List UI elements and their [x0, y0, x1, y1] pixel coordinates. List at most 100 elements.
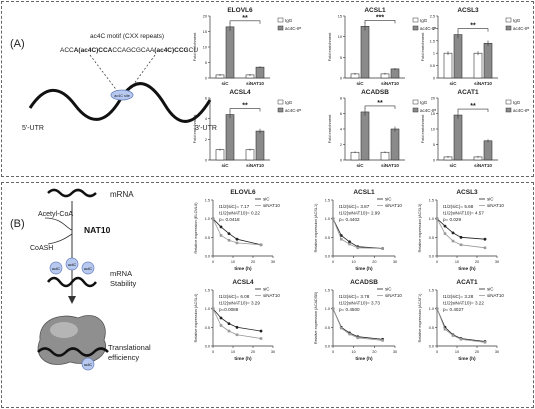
line-chart-1-legend-label-2: siNAT10: [263, 203, 280, 208]
bar-chart-2-significance-bracket: [364, 20, 396, 24]
line-chart-4-xtick-label-3: 30: [271, 350, 275, 354]
bar-chart-4-significance: **: [242, 103, 248, 110]
bar-chart-4-category-2: siNAT10: [246, 163, 264, 168]
line-chart-5-xtick-label-3: 30: [393, 350, 397, 354]
bar-chart-3-ytick-label-3: 1.5: [430, 39, 435, 43]
line-chart-1-xtick-label-2: 20: [251, 260, 255, 264]
line-chart-4-ytick-label-0: 0.0: [205, 345, 210, 349]
motif-part-6: CCG: [174, 47, 188, 54]
bar-chart-6-legend-label-1: IgG: [513, 100, 521, 105]
motif-part-5: (ac4C): [154, 47, 174, 54]
line-chart-6-annotation-3: p= 0.4027: [443, 307, 464, 312]
line-chart-3-annotation-1: t1/2(siC)= 5.68: [443, 204, 474, 209]
line-chart-2-series-line-1: [332, 218, 383, 249]
line-chart-5-point-2-5: [381, 339, 384, 342]
line-chart-1-series-line-2: [212, 218, 262, 246]
bar-chart-6-category-1: siC: [449, 163, 457, 168]
bar-chart-4-category-1: siC: [221, 163, 229, 168]
bar-chart-4-ytick-label-2: 4: [205, 117, 207, 121]
line-chart-3-annotation-3: p= 0.029: [443, 217, 461, 222]
line-chart-4-point-2-3: [227, 329, 231, 333]
motif-part-7: CU: [189, 47, 199, 54]
motif-part-2: A(ac4C): [74, 47, 99, 54]
line-chart-5-xtick-label-0: 0: [332, 350, 334, 354]
line-chart-5-point-2-4: [356, 336, 360, 340]
line-chart-4-annotation-1: t1/2(siC)= 6.08: [219, 294, 250, 299]
line-chart-2-ytick-label-1: 0.5: [325, 236, 330, 240]
bar-chart-1-significance-bracket: [229, 20, 261, 24]
line-chart-2-legend-label-2: siNAT10: [385, 203, 402, 208]
line-chart-2-xlabel: time (h): [355, 266, 373, 272]
panel-a-label: (A): [10, 38, 25, 50]
mrna-wave-translation: [37, 347, 109, 357]
line-chart-1-ytick-label-1: 0.5: [205, 236, 210, 240]
line-chart-1-annotation-3: p= 0.0418: [219, 217, 240, 222]
bar-chart-3-title: ACSL3: [457, 7, 479, 14]
bar-chart-1-legend-label-2: ac4C-IP: [285, 26, 301, 31]
line-chart-4-point-2-4: [235, 333, 239, 337]
line-chart-4-legend-label-2: siNAT10: [263, 293, 280, 298]
line-chart-5-point-2-2: [339, 326, 343, 330]
line-chart-5-ytick-label-0: 0.0: [325, 345, 330, 349]
bar-chart-3-bar-ac4cip-2: [483, 42, 493, 79]
line-chart-3-ytick-label-2: 1.0: [429, 217, 434, 221]
bar-chart-3-significance: **: [470, 23, 476, 30]
line-chart-6-legend-label-1: siC: [487, 287, 494, 292]
line-chart-6-ytick-label-0: 0.0: [429, 345, 434, 349]
line-chart-3-xtick-label-0: 0: [436, 260, 438, 264]
line-chart-1-point-2-3: [227, 239, 231, 242]
bar-chart-4-legend-swatch-2: [277, 107, 284, 113]
coash-label: CoASH: [30, 245, 53, 252]
bar-chart-1-bar-ac4cip-1: [225, 26, 235, 79]
line-chart-3-ytick-label-3: 1.5: [429, 199, 434, 203]
line-chart-1-ytick-label-2: 1.0: [205, 217, 210, 221]
bar-chart-5-bar-igg-1: [350, 151, 360, 161]
bar-chart-2-legend-label-2: ac4C-IP: [420, 26, 436, 31]
line-chart-6-xtick-label-0: 0: [436, 350, 438, 354]
line-chart-4-point-2-1: [211, 307, 215, 310]
bar-chart-2-bar-ac4cip-1: [360, 26, 370, 79]
line-chart-1-point-1-4: [235, 237, 239, 241]
mrna-wave-small: [47, 188, 97, 198]
bar-chart-3-ytick-label-1: 0.5: [430, 64, 435, 68]
bar-chart-5-ytick-label-2: 4: [340, 128, 342, 132]
coash-arrow: [47, 233, 73, 245]
bar-chart-1-ytick-label-4: 20: [203, 15, 207, 19]
bar-chart-4-ylabel: Fold enrichment: [192, 114, 197, 144]
line-chart-2-point-1-3: [348, 240, 351, 244]
bar-chart-6-legend-label-2: ac4C-IP: [513, 108, 529, 113]
line-chart-5-legend-label-1: siC: [385, 287, 392, 292]
bar-chart-1-legend-swatch-1: [277, 17, 284, 23]
translational-label-2: efficiency: [108, 353, 139, 362]
bar-chart-4-bar-ac4cip-1: [225, 114, 235, 161]
bar-chart-4-ytick-label-1: 2: [205, 138, 207, 142]
line-chart-2-point-2-2: [339, 237, 343, 241]
translational-label-1: Translational: [108, 343, 151, 352]
line-chart-1-point-2-2: [219, 234, 223, 237]
nat10-label: NAT10: [84, 225, 111, 235]
line-chart-3-point-1-2: [443, 224, 447, 228]
line-chart-4-ytick-label-3: 1.5: [205, 289, 210, 293]
line-chart-1-xtick-label-0: 0: [212, 260, 214, 264]
bar-chart-3-legend-swatch-2: [505, 25, 512, 31]
motif-sequence: ACCA(ac4C)CCACCAGCGCAA(ac4C)CCGCU: [60, 47, 198, 54]
line-chart-5-annotation-2: t1/2(siNAT10)= 3.73: [339, 301, 380, 306]
bar-chart-5-legend-label-1: IgG: [420, 100, 428, 105]
bar-chart-2-legend-swatch-1: [412, 17, 419, 23]
line-chart-3-xlabel: time (h): [458, 266, 476, 272]
line-chart-1-xtick-label-3: 30: [271, 260, 275, 264]
acetyl-arrow: [44, 217, 73, 231]
line-chart-4-xtick-label-0: 0: [212, 350, 214, 354]
bar-chart-6-title: ACAT1: [457, 89, 479, 96]
bar-chart-1-legend-label-1: IgG: [285, 18, 293, 23]
ac4c-bubble-label-2: ac4C: [68, 263, 77, 267]
bar-chart-5-significance: **: [377, 100, 383, 107]
line-chart-3-ytick-label-1: 0.5: [429, 236, 434, 240]
bar-chart-5-legend-swatch-1: [412, 99, 419, 105]
bar-chart-1-title: ELOVL6: [227, 7, 253, 14]
bar-chart-1-ytick-label-0: 0: [205, 77, 207, 81]
bar-chart-1-ytick-label-3: 15: [203, 30, 207, 34]
utr3-label: 3'-UTR: [195, 125, 217, 132]
line-chart-3-ytick-label-0: 0.0: [429, 255, 434, 259]
